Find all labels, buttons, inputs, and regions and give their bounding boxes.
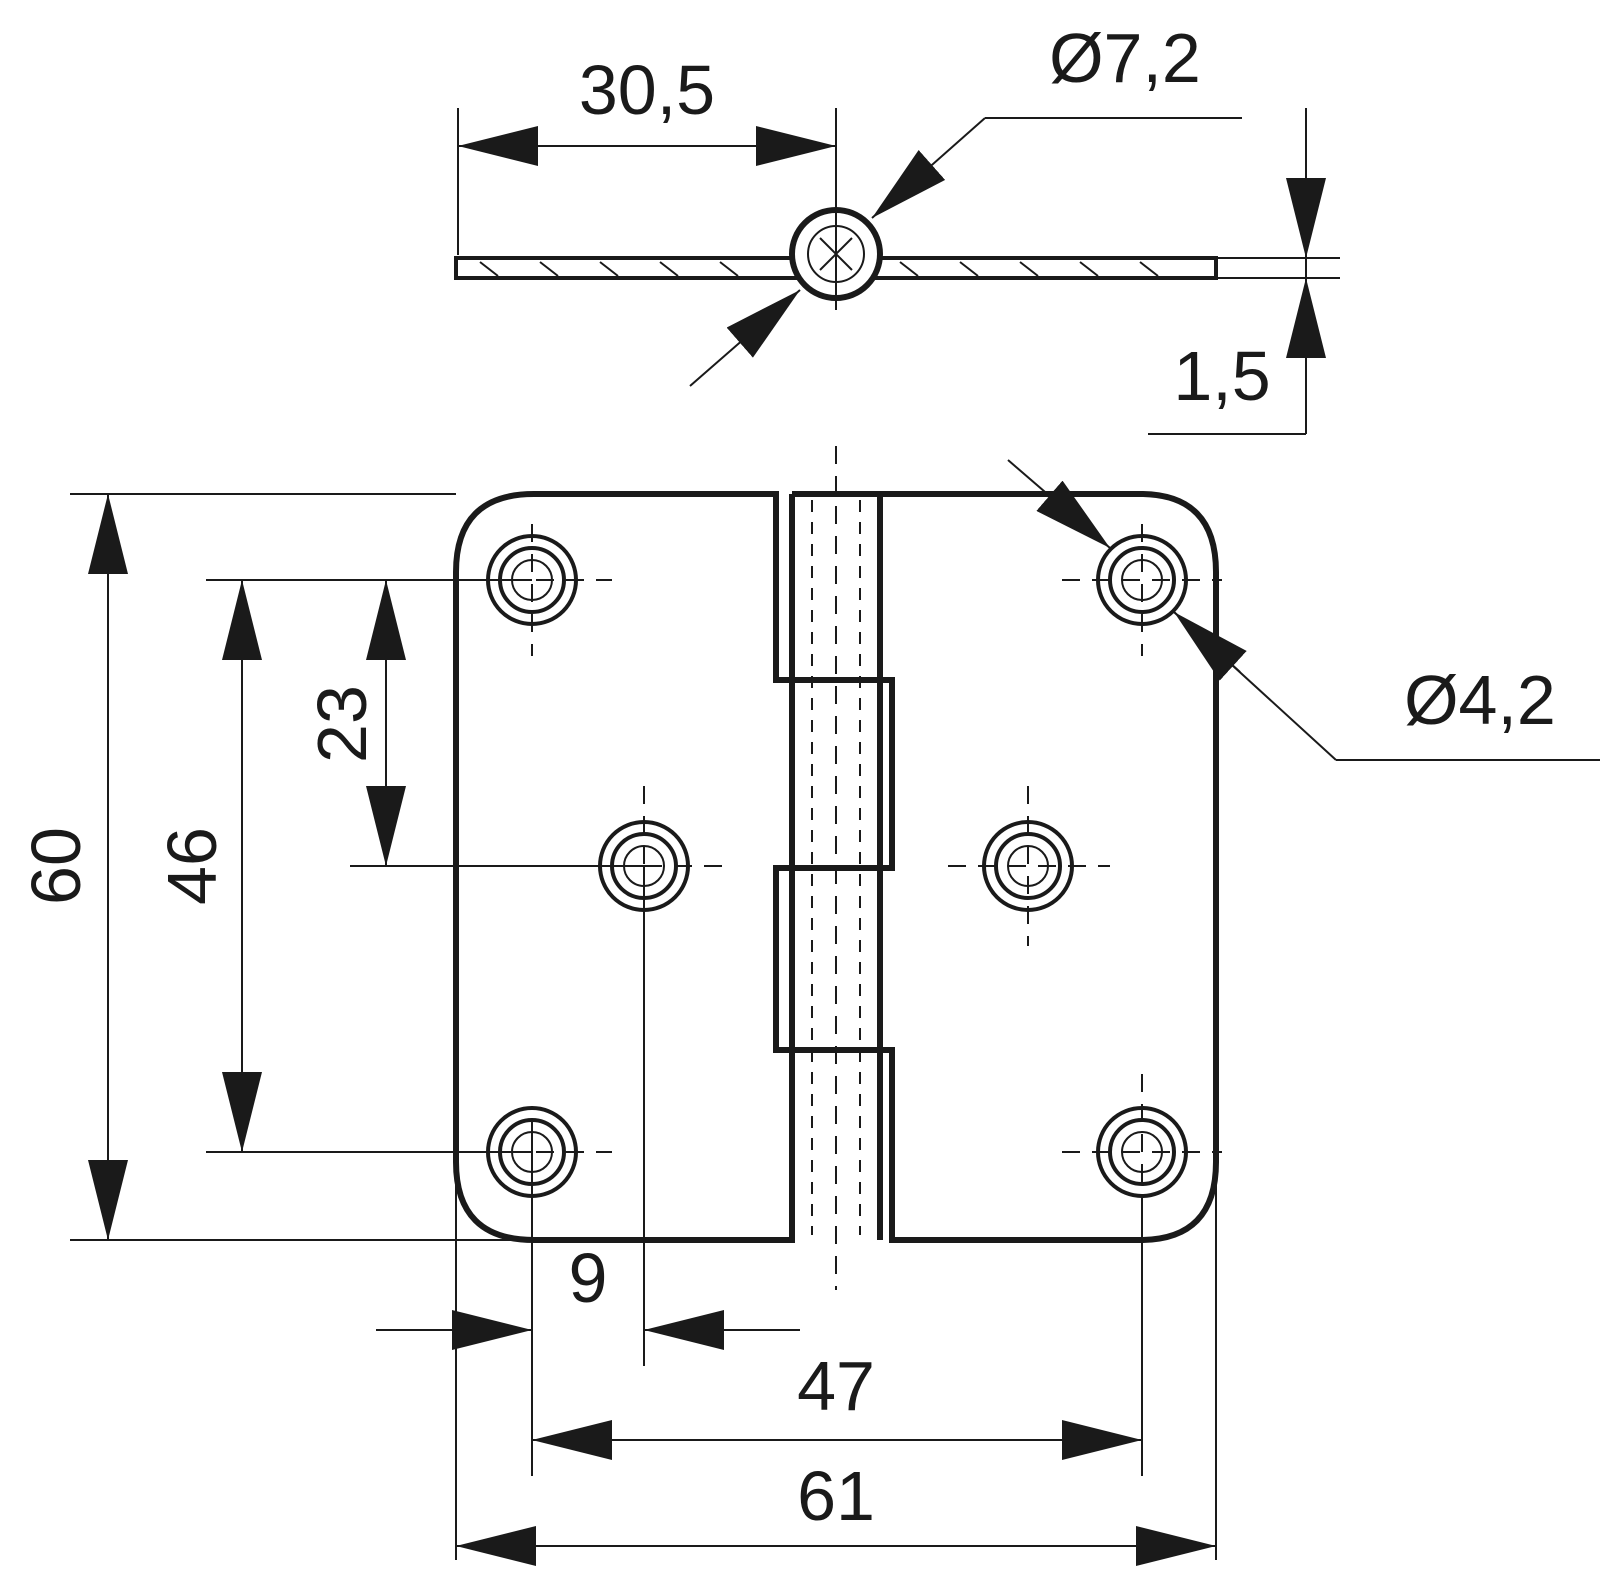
dim-hole-offset-vertical: 23 (303, 685, 381, 763)
dim-height-total: 60 (17, 827, 95, 905)
dim-pin-diameter: Ø7,2 (1049, 19, 1201, 97)
right-leaf (792, 491, 1219, 1243)
dim-width-total: 61 (797, 1457, 875, 1535)
dim-thickness: 1,5 (1173, 337, 1270, 415)
front-dimensions: 60 46 23 9 47 61 Ø4,2 (17, 459, 1600, 1566)
dim-top-width: 30,5 (579, 51, 715, 129)
hole-centerlines (476, 524, 1222, 1232)
hole-top-right (1096, 534, 1188, 626)
hole-middle-right (982, 820, 1074, 912)
top-view: 30,5 Ø7,2 1,5 (454, 19, 1340, 435)
dim-hole-span-horizontal: 47 (797, 1347, 875, 1425)
dim-hole-diameter: Ø4,2 (1404, 661, 1556, 739)
dim-hole-span-vertical: 46 (153, 827, 231, 905)
front-view (453, 446, 1222, 1290)
top-view-hatch (479, 261, 1159, 277)
dim-hole-offset-horizontal: 9 (569, 1239, 608, 1317)
